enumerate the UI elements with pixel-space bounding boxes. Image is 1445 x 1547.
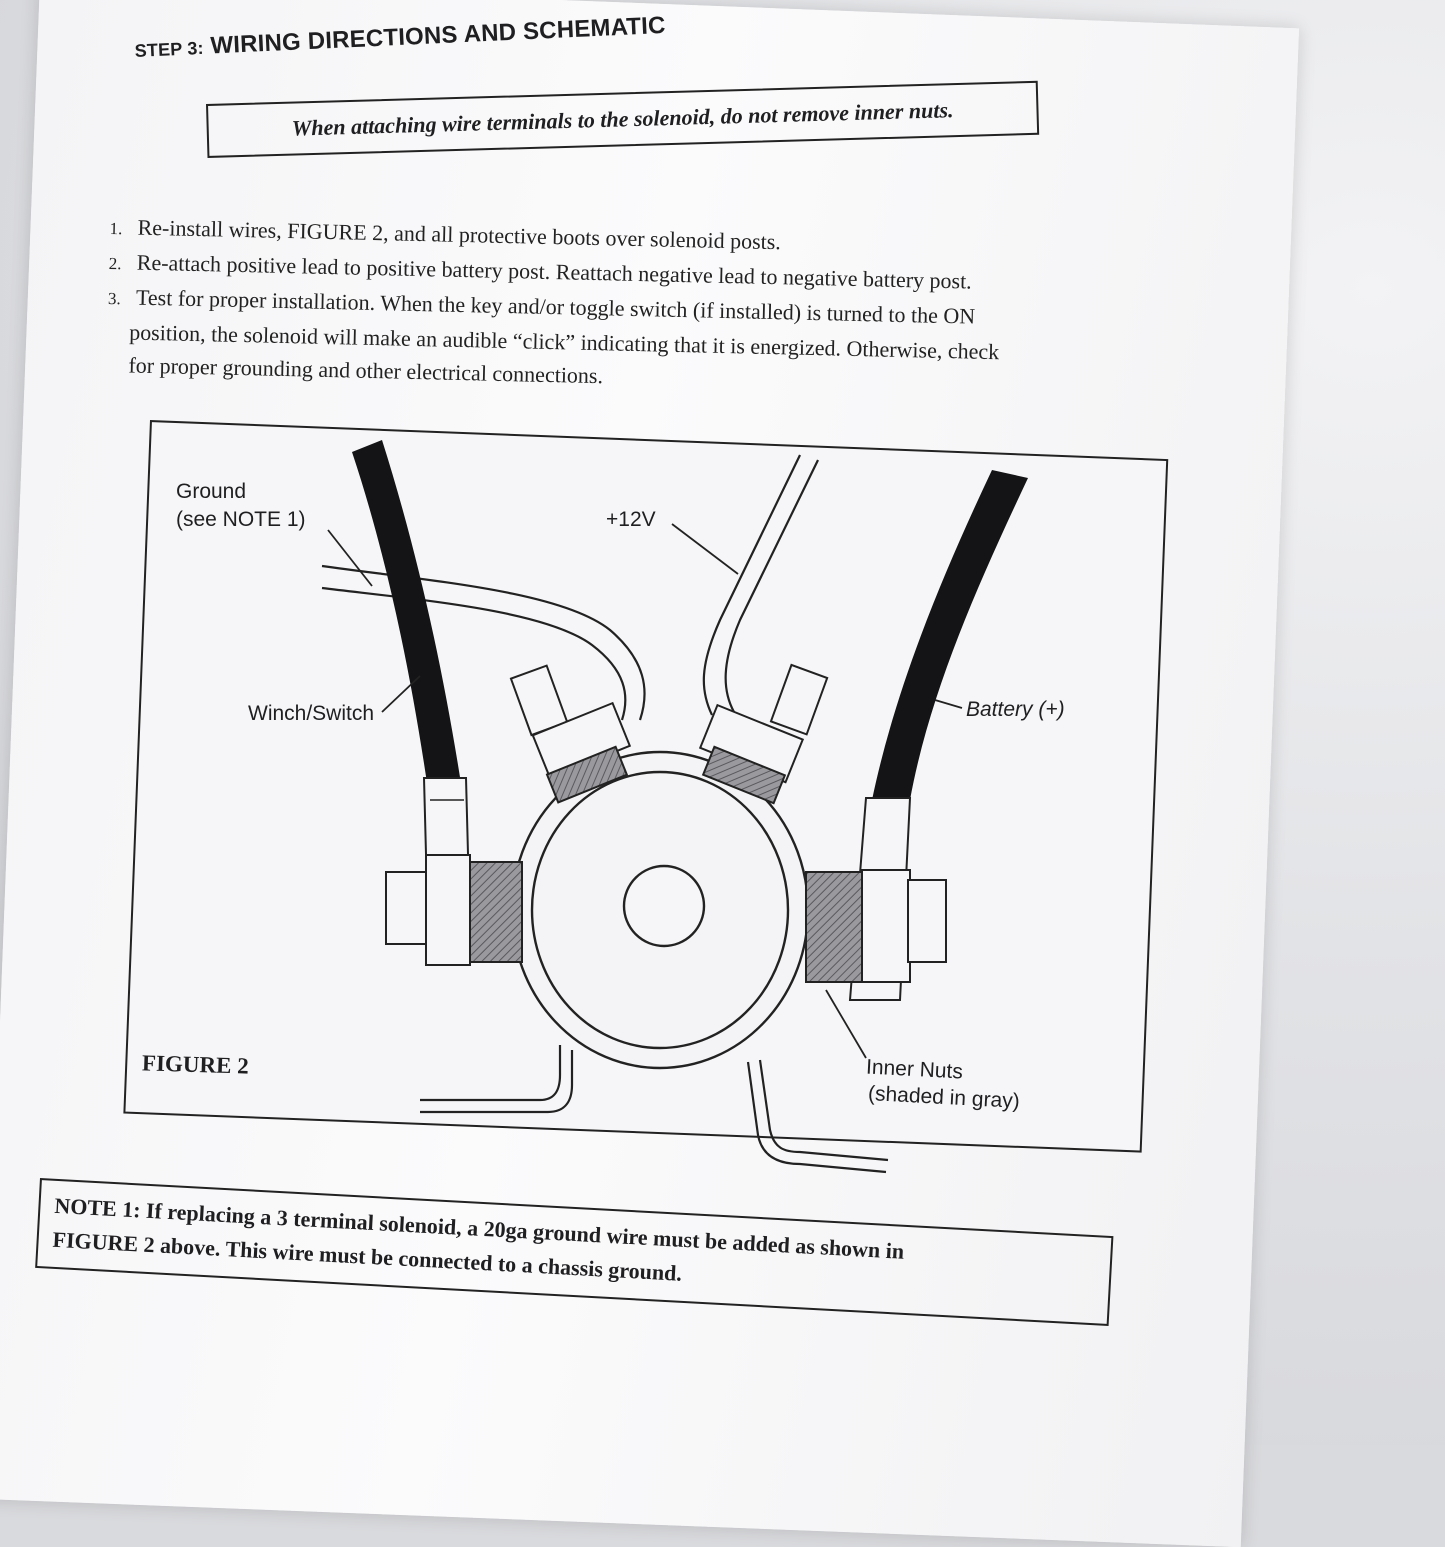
right-side-post <box>805 869 947 983</box>
label-battery: Battery (+) <box>966 698 1065 721</box>
label-winch-switch: Winch/Switch <box>248 702 375 725</box>
top-left-post <box>509 664 632 804</box>
label-plus12v: +12V <box>606 508 656 531</box>
leader-lines <box>327 523 963 1059</box>
left-side-post <box>385 854 523 966</box>
solenoid-schematic <box>321 440 1028 1174</box>
document-content: STEP 3: WIRING DIRECTIONS AND SCHEMATIC … <box>35 12 1169 1327</box>
label-ground: Ground <box>176 480 247 503</box>
figure-title: FIGURE 2 <box>141 1050 250 1079</box>
label-ground-note: (see NOTE 1) <box>176 508 306 531</box>
mounting-bracket <box>420 1045 889 1174</box>
ground-wire <box>321 564 646 721</box>
top-right-post <box>698 663 829 805</box>
plus12v-wire <box>702 454 819 716</box>
